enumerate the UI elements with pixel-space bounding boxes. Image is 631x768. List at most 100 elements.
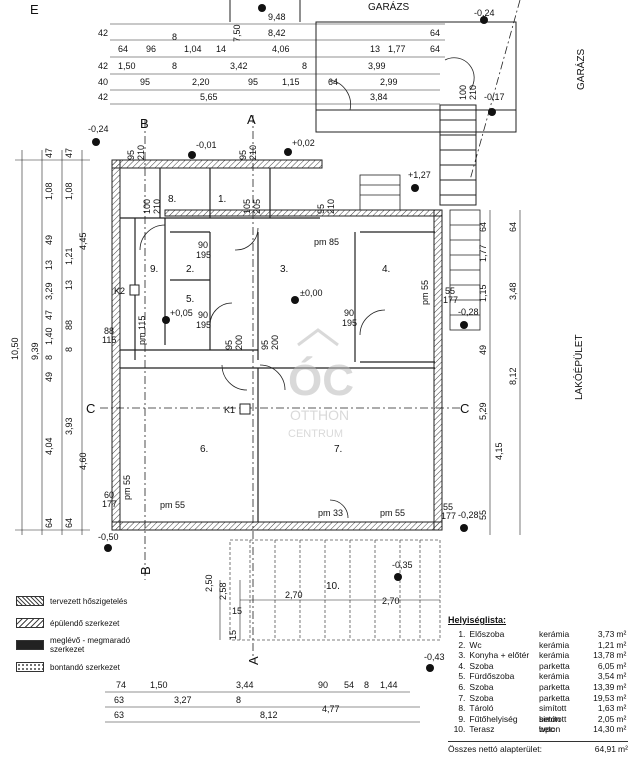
room-name: Tároló <box>469 703 494 714</box>
legend: tervezett hőszigetelés épülendő szerkeze… <box>16 590 136 678</box>
opening: 90 <box>344 308 354 318</box>
section-c-left: C <box>86 401 95 416</box>
opening: 210 <box>152 199 162 214</box>
top-dim: 5,65 <box>200 92 218 102</box>
north-label: E <box>30 2 39 17</box>
opening: 210 <box>468 85 478 100</box>
opening: pm 33 <box>318 508 343 518</box>
right-dim: 64 <box>508 222 518 232</box>
room-3-label: 3. <box>280 264 288 275</box>
room-area: 19,53 <box>593 692 615 703</box>
room-area: 1,63 <box>597 703 615 714</box>
left-dimension-lines <box>15 150 90 535</box>
top-dim: 3,42 <box>230 61 248 71</box>
left-dim: 1,21 <box>64 247 74 265</box>
section-b-bottom: B <box>138 566 153 575</box>
k2-label: K2 <box>114 286 125 296</box>
room-floor: kerámia <box>539 650 570 661</box>
left-dim: 49 <box>44 235 54 245</box>
room-n: 1. <box>458 629 466 639</box>
left-dim: 88 <box>64 320 74 330</box>
bottom-dimension-lines <box>105 580 440 723</box>
room-floor: kerámia <box>539 629 570 639</box>
watermark: ÓC OTTHON CENTRUM <box>288 328 354 440</box>
level-m028-a: -0,28 <box>458 307 479 317</box>
opening: 55 <box>443 502 453 512</box>
opening: pm 55 <box>380 508 405 518</box>
room-name: Szoba <box>469 692 494 703</box>
opening: 60 <box>104 490 114 500</box>
svg-text:OTTHON: OTTHON <box>290 407 349 423</box>
opening: 210 <box>136 145 146 160</box>
left-dim: 64 <box>64 518 74 528</box>
section-c-right: C <box>460 401 469 416</box>
top-dim: 1,77 <box>388 44 406 54</box>
legend-swatch-dots <box>16 662 44 672</box>
top-dim: 42 <box>98 92 108 102</box>
k1-label: K1 <box>224 405 235 415</box>
room-area: 6,05 <box>597 660 615 671</box>
room-name: Wc <box>469 639 482 650</box>
level-markers <box>92 4 496 672</box>
right-dim: 1,15 <box>478 284 488 302</box>
top-dim: 8 <box>302 61 307 71</box>
left-dim: 3,93 <box>64 417 74 435</box>
total-value: 64,91 <box>594 743 616 754</box>
opening: 195 <box>196 250 211 260</box>
right-dim: 8,12 <box>508 367 518 385</box>
level-m001: -0,01 <box>196 140 217 150</box>
bottom-dim: 1,50 <box>150 680 168 690</box>
opening: 90 <box>198 310 208 320</box>
section-lines <box>100 0 521 660</box>
room-list-total: Összes nettó alapterület: 64,91 m² <box>448 740 628 754</box>
bottom-dim: 90 <box>318 680 328 690</box>
room-name: Szoba <box>469 681 494 692</box>
left-dim: 1,08 <box>64 182 74 200</box>
left-dim: 8 <box>44 355 54 360</box>
total-label: Összes nettó alapterület: <box>448 743 543 754</box>
terrace-dim: 15 <box>228 630 238 640</box>
room-name: Előszoba <box>469 629 505 639</box>
room-n: 5. <box>458 671 466 682</box>
top-dim: 8 <box>172 32 177 42</box>
opening: 200 <box>234 335 244 350</box>
top-dim: 96 <box>146 44 156 54</box>
top-dim: 1,04 <box>184 44 202 54</box>
room-unit: m² <box>616 713 627 724</box>
k2-box <box>129 284 140 296</box>
opening: 177 <box>102 499 117 509</box>
room-name: Terasz <box>469 724 495 735</box>
garage-label: GARÁZS <box>368 0 409 13</box>
room-area: 2,05 <box>597 713 615 724</box>
room-unit: m² <box>616 671 627 682</box>
opening: 177 <box>441 511 456 521</box>
opening: 95 <box>126 150 136 160</box>
room-floor: parketta <box>539 660 570 671</box>
opening: 95 <box>316 204 326 214</box>
room-floor: kerámia <box>539 671 570 682</box>
level-000: ±0,00 <box>300 288 322 298</box>
top-dim: 95 <box>248 77 258 87</box>
opening: pm 55 <box>122 475 132 500</box>
section-a-bottom: A <box>246 656 261 665</box>
room-6-label: 6. <box>200 444 208 455</box>
legend-label: bontandó szerkezet <box>50 662 120 672</box>
legend-swatch-hatch <box>16 596 44 606</box>
room-2-label: 2. <box>186 264 194 275</box>
room-10-label: 10. <box>326 581 340 592</box>
bottom-dim: 63 <box>114 695 124 705</box>
right-dim: 49 <box>478 345 488 355</box>
top-dim: 64 <box>430 44 440 54</box>
room-unit: m² <box>616 724 627 735</box>
entrance-stairs <box>359 174 401 211</box>
room-n: 6. <box>458 681 466 692</box>
legend-item: tervezett hőszigetelés <box>16 590 136 612</box>
room-n: 2. <box>458 639 466 650</box>
opening: 55 <box>445 286 455 296</box>
left-dim: 3,29 <box>44 282 54 300</box>
room-1-label: 1. <box>218 194 226 205</box>
room-n: 4. <box>458 660 466 671</box>
